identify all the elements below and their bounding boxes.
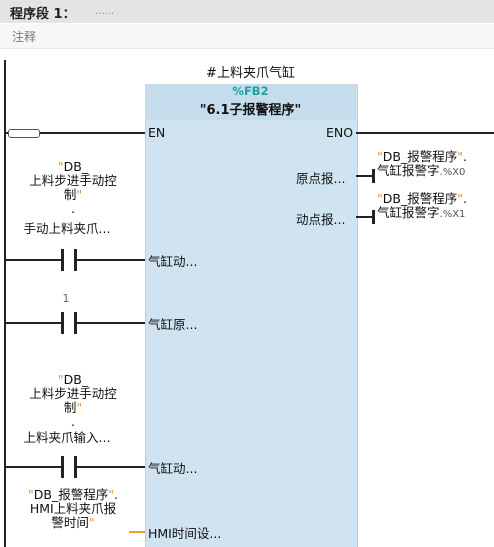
out2-coil-bar (372, 210, 375, 224)
contact3-db: DB_ (63, 372, 89, 387)
network-comment-row[interactable] (0, 24, 494, 49)
network-comment[interactable]: 注释 (12, 30, 37, 44)
quote-mark: " (377, 149, 383, 164)
contact2-bar-left[interactable] (61, 312, 64, 334)
quote-mark: " (57, 159, 64, 174)
open-contact-icon (8, 129, 40, 138)
contact2-wire-right (77, 322, 145, 324)
output2-db: DB_报警程序 (382, 191, 458, 206)
pin-in2[interactable]: 气缸原... (148, 317, 198, 332)
quote-mark: " (76, 400, 83, 415)
quote-mark: " (88, 515, 95, 530)
quote-mark: " (76, 187, 83, 202)
output2-dot: . (462, 191, 467, 206)
contact1-db-line3: 制 (63, 187, 77, 202)
contact3-wire-right (77, 466, 145, 468)
contact1-operand[interactable]: "DB_ 上料步进手动控 制" . (8, 160, 138, 216)
en-wire (6, 132, 145, 134)
contact1-member[interactable]: 手动上料夹爪... (23, 221, 111, 236)
contact2-wire-left (6, 322, 61, 324)
out1-wire (356, 175, 372, 177)
contact1-dot: . (71, 201, 75, 216)
output1-dot: . (462, 149, 467, 164)
network-title-placeholder[interactable]: ...... (95, 6, 115, 17)
pin-in1[interactable]: 气缸动... (148, 254, 198, 269)
output1-operand[interactable]: "DB_报警程序". 气缸报警字.%X0 (377, 150, 467, 180)
contact1-db: DB_ (63, 159, 89, 174)
output1-member: 气缸报警字 (377, 163, 440, 178)
function-block[interactable] (145, 84, 358, 547)
contact2-operand[interactable]: 1 (62, 292, 70, 305)
hmi-wire (129, 531, 145, 533)
contact3-db-line3: 制 (63, 400, 77, 415)
output1-bit: .%X0 (439, 167, 466, 178)
pin-in4[interactable]: HMI时间设... (148, 526, 222, 541)
contact3-dot: . (71, 414, 75, 429)
out1-coil-bar (372, 169, 375, 183)
contact1-wire-left (6, 259, 61, 261)
out2-wire (356, 216, 372, 218)
network-header[interactable] (0, 0, 494, 23)
contact3-db-line2: 上料步进手动控 (29, 386, 117, 401)
output2-operand[interactable]: "DB_报警程序". 气缸报警字.%X1 (377, 192, 467, 222)
contact3-bar-left[interactable] (61, 456, 64, 478)
quote-mark: " (457, 191, 463, 206)
contact2-bar-right[interactable] (74, 312, 77, 334)
contact1-db-line2: 上料步进手动控 (29, 173, 117, 188)
contact1-bar-left[interactable] (61, 249, 64, 271)
instance-db-name[interactable]: #上料夹爪气缸 (206, 66, 295, 81)
function-block-header (145, 84, 356, 120)
contact3-bar-right[interactable] (74, 456, 77, 478)
quote-mark: " (377, 191, 383, 206)
hmi-dot: . (113, 487, 118, 502)
quote-mark: " (28, 487, 34, 502)
output2-member: 气缸报警字 (377, 205, 440, 220)
eno-wire (356, 132, 494, 134)
network-title: 程序段 1： (10, 7, 76, 22)
quote-mark: " (57, 372, 64, 387)
block-number: %FB2 (232, 84, 269, 98)
output2-bit: .%X1 (439, 209, 466, 220)
contact3-member[interactable]: 上料夹爪输入... (23, 430, 111, 445)
quote-mark: " (457, 149, 463, 164)
contact1-bar-right[interactable] (74, 249, 77, 271)
hmi-db: DB_报警程序 (33, 487, 109, 502)
output1-db: DB_报警程序 (382, 149, 458, 164)
pin-in3[interactable]: 气缸动... (148, 461, 198, 476)
hmi-member-line3: 警时间 (51, 515, 89, 530)
hmi-operand[interactable]: "DB_报警程序". HMI上料夹爪报 警时间" (8, 488, 138, 530)
quote-mark: " (108, 487, 114, 502)
pin-out2[interactable]: 动点报... (296, 212, 346, 227)
pin-out1[interactable]: 原点报... (296, 171, 346, 186)
left-power-rail (4, 60, 6, 547)
hmi-member-line2: HMI上料夹爪报 (29, 501, 117, 516)
pin-en[interactable]: EN (148, 125, 166, 140)
block-name[interactable]: "6.1子报警程序" (199, 103, 302, 118)
contact1-wire-right (77, 259, 145, 261)
contact3-wire-left (6, 466, 61, 468)
pin-eno[interactable]: ENO (326, 125, 354, 140)
contact3-operand[interactable]: "DB_ 上料步进手动控 制" . (8, 373, 138, 429)
